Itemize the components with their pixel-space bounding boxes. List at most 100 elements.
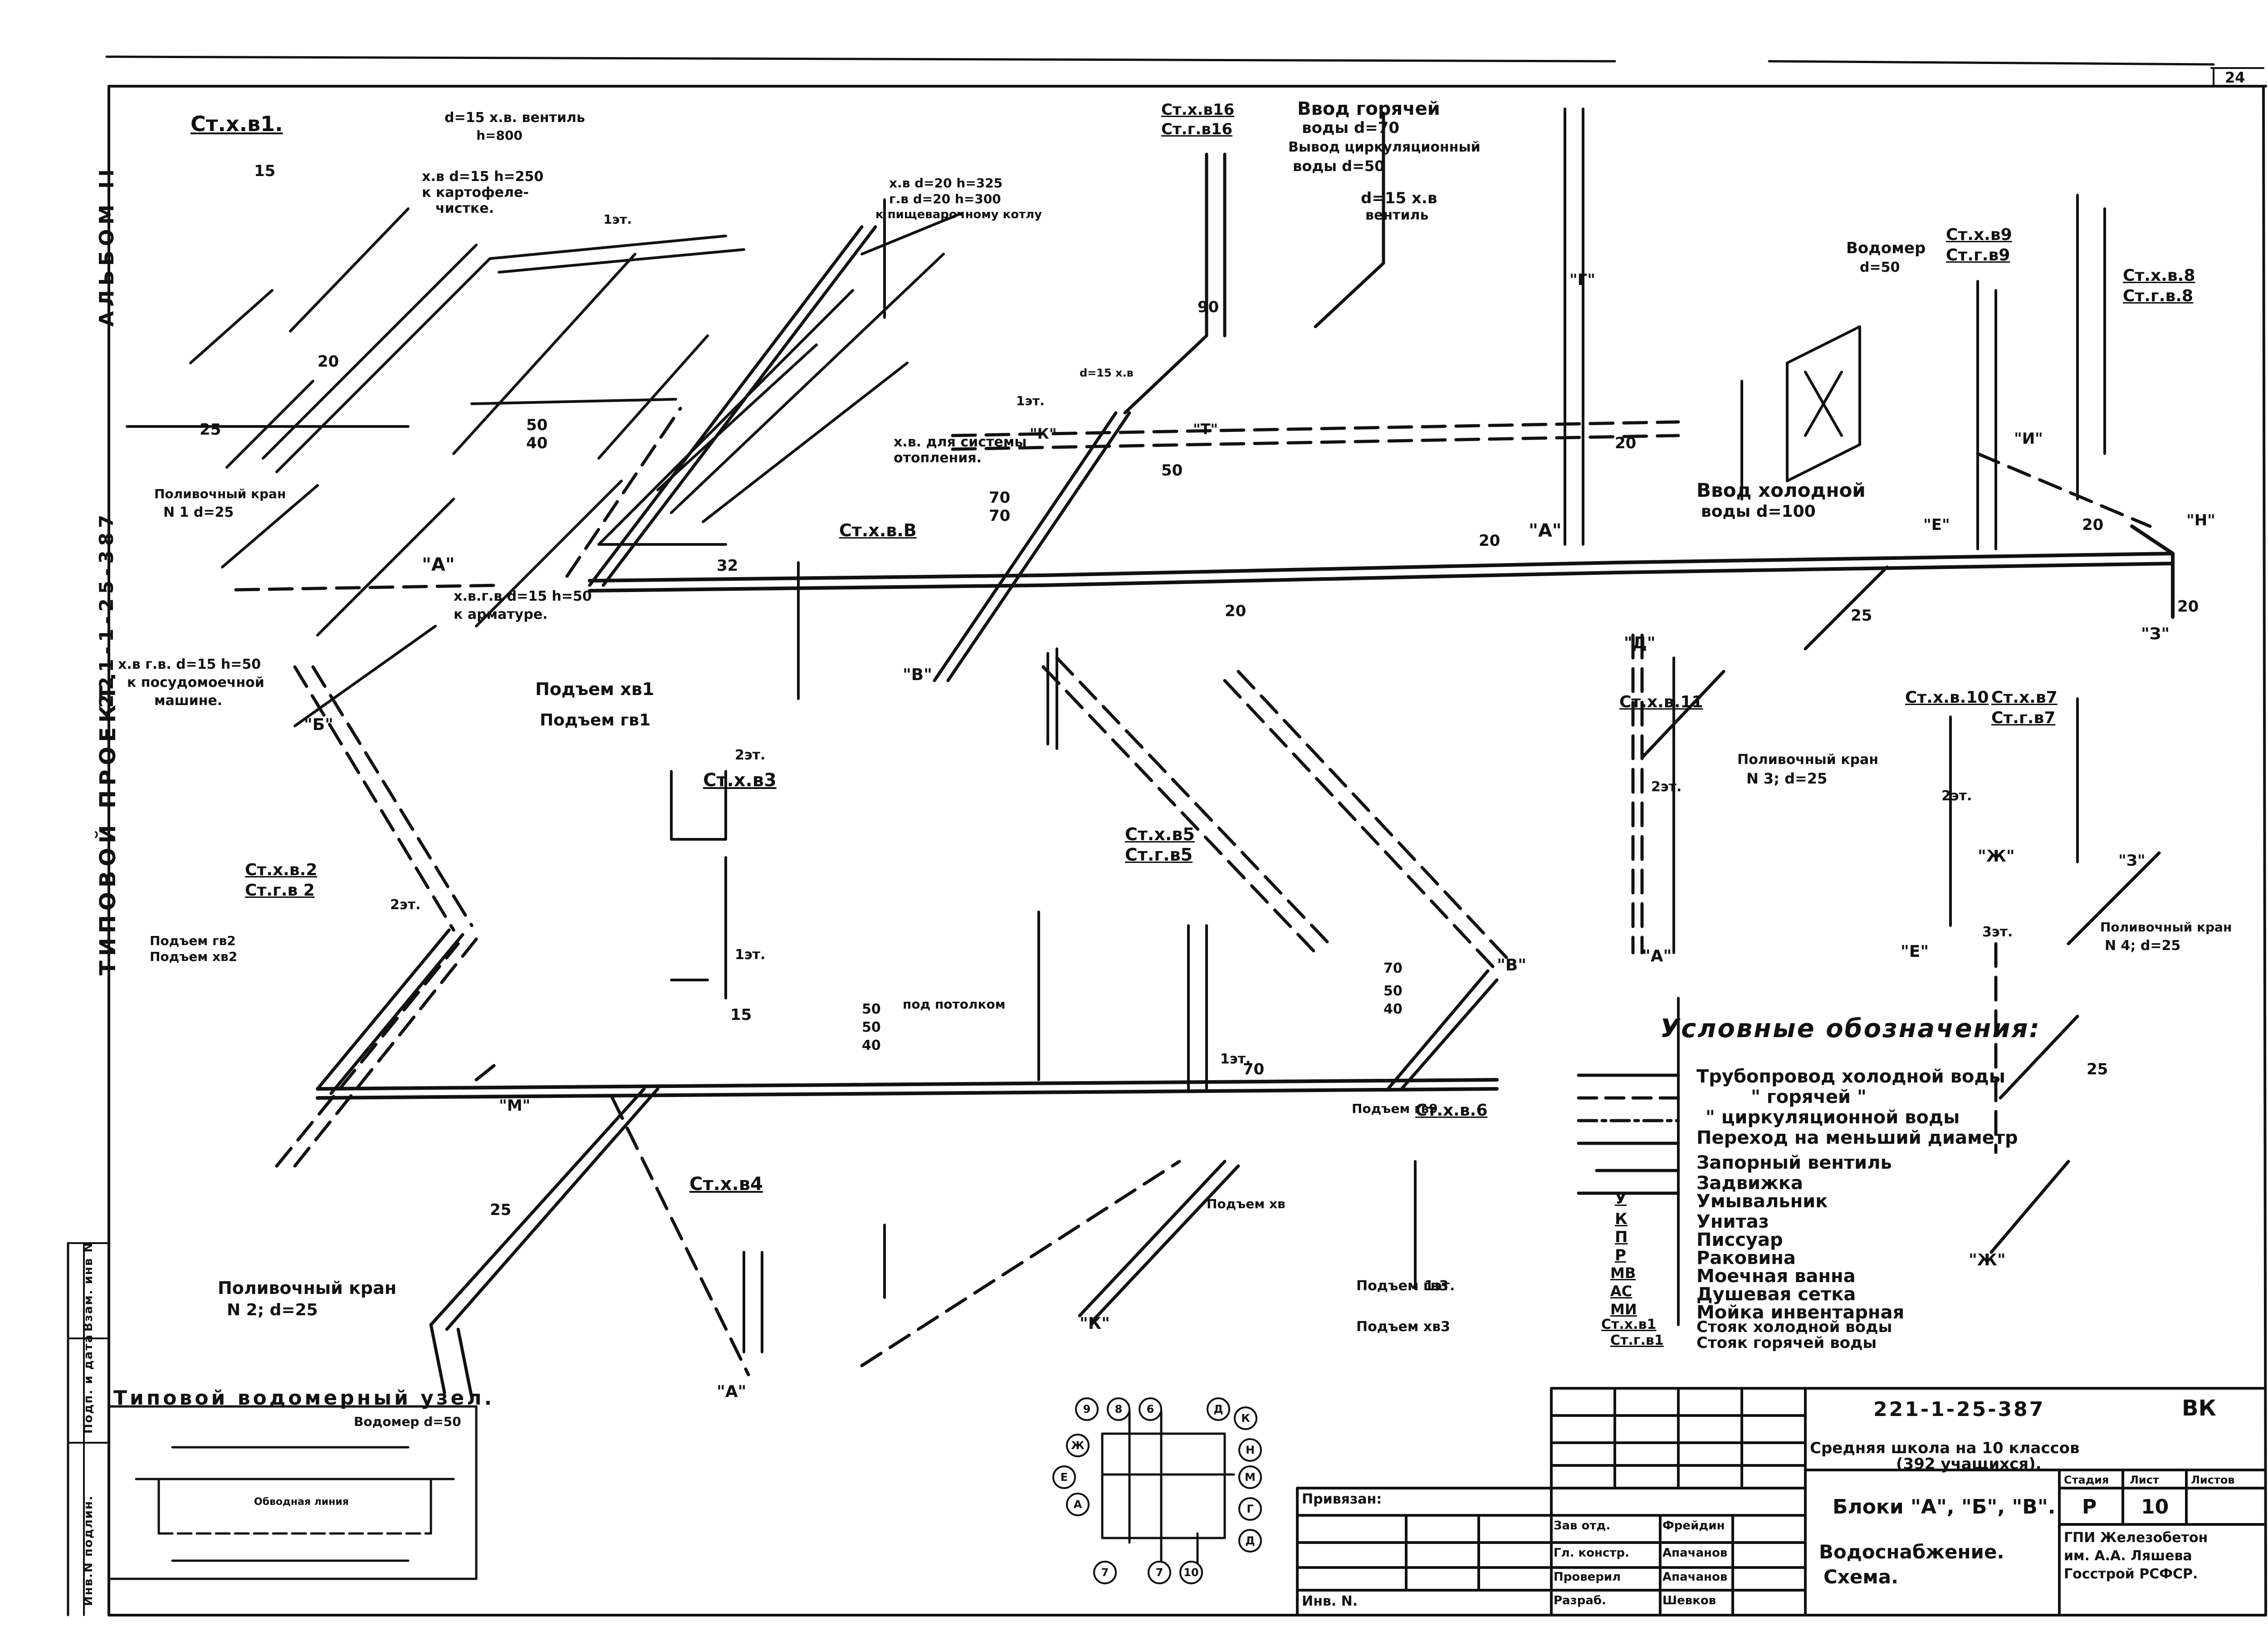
node-mark-zh2: "Ж" — [1978, 847, 2015, 866]
potato-peeler-3: чистке. — [435, 201, 494, 216]
heating-2: отопления. — [894, 450, 982, 466]
floor-2-d: 2эт. — [1941, 788, 1972, 804]
potato-peeler-2: к картофеле- — [422, 185, 529, 201]
valve-d15-small: d=15 х.в — [1080, 367, 1134, 379]
hot-water-lines — [234, 407, 2152, 1376]
tb-sheet-title-2: Схема. — [1823, 1566, 1899, 1588]
meter-unit-sketch — [108, 1405, 478, 1580]
dia-20-d: 20 — [2082, 516, 2104, 534]
dia-40-a: 40 — [526, 434, 548, 452]
legend-symbol-k: К — [1615, 1210, 1628, 1228]
valve-d15-top: d=15 х.в. вентиль — [445, 110, 585, 126]
dia-50-c: 50 — [862, 1001, 881, 1017]
node-mark-a3: "A" — [1642, 947, 1672, 965]
dishwasher-1: х.в г.в. d=15 h=50 — [118, 656, 261, 672]
hot-water-input-d: воды d=70 — [1302, 119, 1400, 137]
tb-org-1: ГПИ Железобетон — [2064, 1530, 2208, 1546]
fittings-2: к арматуре. — [454, 607, 548, 622]
floor-2-b: 2эт. — [390, 897, 421, 913]
node-mark-i1: "И" — [2014, 430, 2043, 448]
node-mark-z1: "З" — [2141, 625, 2170, 643]
legend-item-gate: Задвижка — [1696, 1173, 1803, 1194]
tb-stage: Р — [2082, 1495, 2097, 1519]
water-meter-symbol — [1786, 325, 1861, 482]
node-mark-t1: "Т" — [1193, 421, 1218, 438]
floor-1-d: 1эт. — [1220, 1051, 1251, 1067]
node-mark-g1: "Г" — [1569, 271, 1596, 289]
legend-item-valve: Запорный вентиль — [1696, 1152, 1892, 1173]
dia-40-c: 40 — [1383, 1001, 1403, 1017]
dia-40-b: 40 — [862, 1038, 881, 1053]
node-mark-a2: "A" — [1529, 520, 1562, 541]
riser-label-xv3: Ст.х.в3 — [703, 770, 777, 791]
tb-name-2: Апачанов — [1662, 1546, 1728, 1560]
riser-label-xv5: Ст.х.в5 — [1125, 824, 1195, 844]
tb-org-2: им. А.А. Ляшева — [2064, 1548, 2192, 1564]
riser-label-xv2: Ст.х.в.2 — [245, 861, 318, 879]
axis-circle-7a: 7 — [1093, 1561, 1117, 1584]
tb-inv: Инв. N. — [1302, 1593, 1358, 1609]
binding-sign-date: Подп. и дата — [82, 1334, 95, 1434]
node-mark-k1: "К" — [1080, 1314, 1110, 1333]
legend-item-sink: Раковина — [1696, 1248, 1796, 1269]
under-ceiling: под потолком — [903, 997, 1006, 1012]
dia-70-a: 70 — [989, 489, 1011, 507]
dia-25-d: 25 — [2087, 1060, 2108, 1078]
legend-item-washbasin: Умывальник — [1696, 1191, 1828, 1212]
meter-unit-sub: Водомер d=50 — [354, 1414, 461, 1429]
tb-sheet-no: 10 — [2141, 1495, 2169, 1519]
legend-title: Условные обозначения: — [1660, 1014, 2041, 1043]
hot-water-input: Ввод горячей — [1297, 98, 1440, 119]
node-mark-zh1: "Ж" — [1969, 1251, 2006, 1269]
floor-2-a: 2эт. — [735, 747, 766, 763]
floor-3-a: 3эт. — [1982, 924, 2013, 940]
node-mark-e1: "Е" — [1923, 516, 1950, 534]
legend-symbol-stgv: Ст.г.в1 — [1610, 1332, 1664, 1348]
riser-xv1-note: Подъем хв1 — [535, 679, 655, 699]
legend-symbol-u: У — [1615, 1190, 1627, 1208]
legend-symbol-as: АС — [1610, 1283, 1633, 1300]
riser-gv3-note: Подъем гв3 — [1356, 1278, 1449, 1294]
binding-replace-inv: Взам. инв N — [82, 1241, 95, 1332]
node-mark-b1: "Б" — [304, 715, 333, 734]
valve-h: h=800 — [476, 128, 523, 143]
legend-item-cold-riser: Стояк холодной воды — [1696, 1318, 1892, 1336]
legend-symbol-stxv: Ст.х.в1 — [1601, 1317, 1657, 1332]
risers — [670, 108, 2106, 1353]
axis-circle-n: Н — [1238, 1438, 1262, 1462]
riser-2b-note: Подъем хв2 — [150, 949, 238, 964]
legend-symbol-p: П — [1615, 1228, 1628, 1246]
axis-circle-8: 8 — [1107, 1397, 1130, 1421]
riser-label-gv16: Ст.г.в16 — [1161, 120, 1233, 138]
tb-project-1: Средняя школа на 10 классов — [1810, 1439, 2080, 1457]
dia-70-b: 70 — [989, 507, 1011, 525]
dia-90-a: 90 — [1198, 298, 1219, 316]
riser-label-xvv: Ст.х.в.В — [839, 520, 917, 540]
tb-bound: Привязан: — [1302, 1491, 1382, 1507]
dishwasher-2: к посудомоечной — [127, 675, 264, 691]
dia-50-d: 50 — [862, 1019, 881, 1035]
boiler-1: х.в d=20 h=325 — [889, 176, 1003, 191]
tb-name-3: Апачанов — [1662, 1570, 1728, 1584]
dia-70-d: 70 — [1243, 1060, 1265, 1078]
title-block-grid — [1296, 1387, 2265, 1617]
legend-item-hot: " горячей " — [1751, 1087, 1867, 1107]
riser-gv9-note: Подъем гв9 — [1352, 1101, 1438, 1116]
dia-50-e: 50 — [1383, 983, 1403, 999]
dia-20-a: 20 — [318, 353, 339, 371]
dia-25-c: 25 — [490, 1201, 512, 1219]
axis-circle-m: М — [1238, 1465, 1262, 1489]
legend-symbol-mv: МВ — [1610, 1264, 1636, 1282]
watering-1: Поливочный кран — [154, 486, 286, 501]
dia-20-f: 20 — [1225, 602, 1246, 620]
legend-item-circ: " циркуляционной воды — [1706, 1107, 1960, 1128]
riser-label-xv11: Ст.х.в.11 — [1619, 693, 1703, 711]
dia-70-c: 70 — [1383, 960, 1403, 976]
dia-32-a: 32 — [717, 557, 738, 575]
legend-item-cold: Трубопровод холодной воды — [1696, 1066, 2005, 1087]
node-mark-v1: "В" — [903, 666, 932, 684]
riser-label-xv10: Ст.х.в.10 — [1905, 688, 1989, 707]
riser-label-xv16: Ст.х.в16 — [1161, 101, 1235, 119]
tb-project-2: (392 учащихся). — [1896, 1455, 2042, 1473]
